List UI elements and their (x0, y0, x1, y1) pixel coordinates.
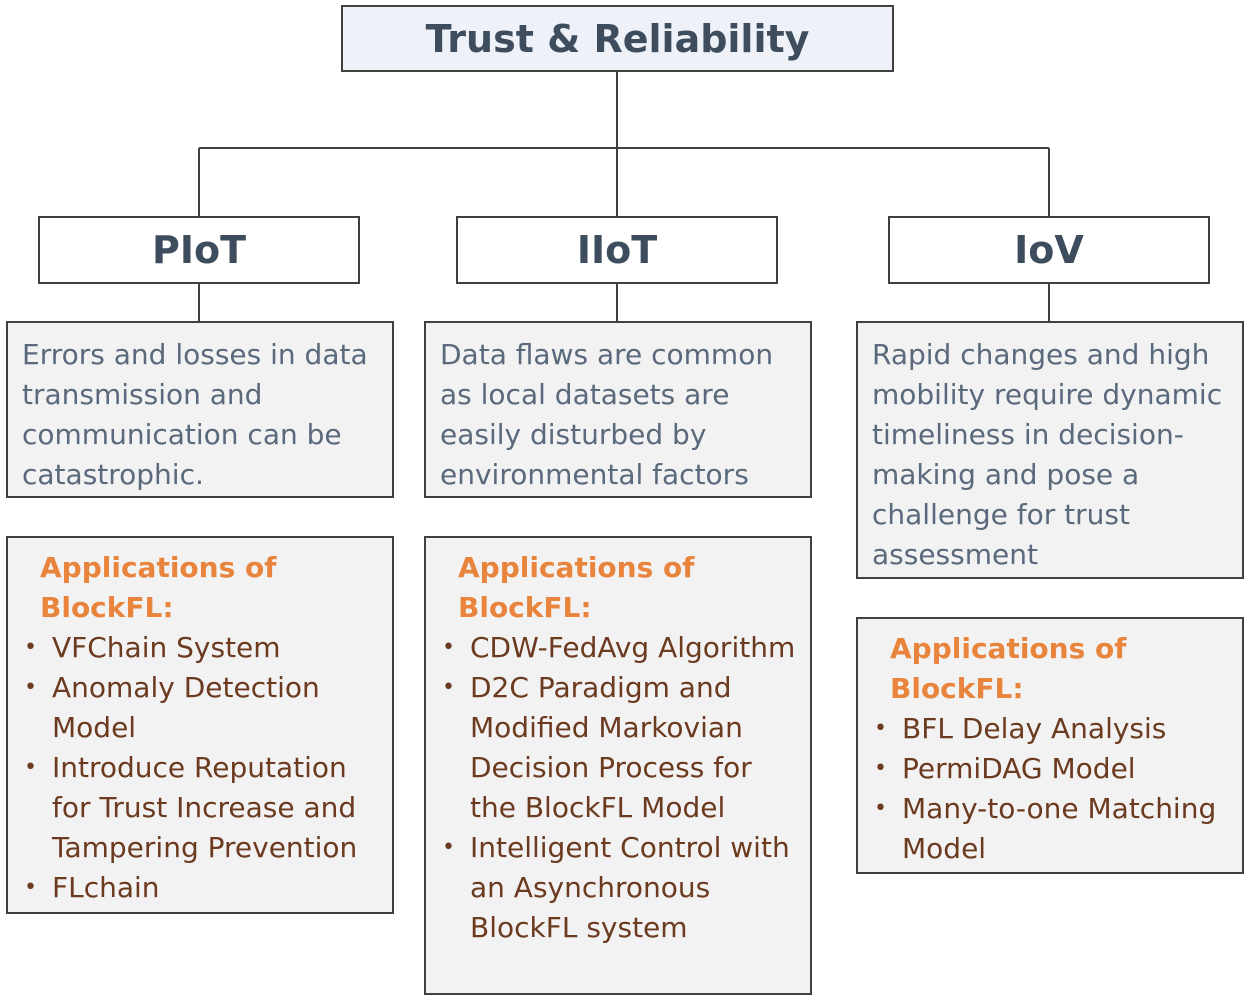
applications-piot: Applications of BlockFL: •VFChain System… (6, 536, 394, 914)
list-item: •Intelligent Control with an Asynchronou… (440, 828, 800, 948)
list-item: •Introduce Reputation for Trust Increase… (22, 748, 382, 868)
applications-iov: Applications of BlockFL: •BFL Delay Anal… (856, 617, 1244, 874)
list-item: •FLchain (22, 868, 382, 908)
applications-list: •BFL Delay Analysis •PermiDAG Model •Man… (872, 709, 1232, 869)
bullet-icon: • (24, 875, 37, 900)
list-item: •CDW-FedAvg Algorithm (440, 628, 800, 668)
bullet-icon: • (442, 835, 455, 860)
bullet-icon: • (874, 756, 887, 781)
category-iiot: IIoT (456, 216, 778, 284)
applications-title: Applications of BlockFL: (40, 551, 277, 624)
applications-list: •VFChain System •Anomaly Detection Model… (22, 628, 382, 908)
applications-title: Applications of BlockFL: (458, 551, 695, 624)
bullet-icon: • (24, 635, 37, 660)
bullet-icon: • (874, 716, 887, 741)
list-item: •VFChain System (22, 628, 382, 668)
applications-iiot: Applications of BlockFL: •CDW-FedAvg Alg… (424, 536, 812, 995)
list-item: •Many-to-one Matching Model (872, 789, 1232, 869)
description-iiot: Data flaws are common as local datasets … (424, 321, 812, 498)
applications-title: Applications of BlockFL: (890, 632, 1127, 705)
category-piot: PIoT (38, 216, 360, 284)
list-item: •D2C Paradigm and Modified Markovian Dec… (440, 668, 800, 828)
category-iov: IoV (888, 216, 1210, 284)
bullet-icon: • (442, 675, 455, 700)
diagram-title: Trust & Reliability (341, 5, 894, 72)
bullet-icon: • (24, 675, 37, 700)
description-piot: Errors and losses in data transmission a… (6, 321, 394, 498)
bullet-icon: • (442, 635, 455, 660)
applications-list: •CDW-FedAvg Algorithm •D2C Paradigm and … (440, 628, 800, 948)
description-iov: Rapid changes and high mobility require … (856, 321, 1244, 579)
list-item: •PermiDAG Model (872, 749, 1232, 789)
list-item: •Anomaly Detection Model (22, 668, 382, 748)
bullet-icon: • (24, 755, 37, 780)
bullet-icon: • (874, 796, 887, 821)
list-item: •BFL Delay Analysis (872, 709, 1232, 749)
